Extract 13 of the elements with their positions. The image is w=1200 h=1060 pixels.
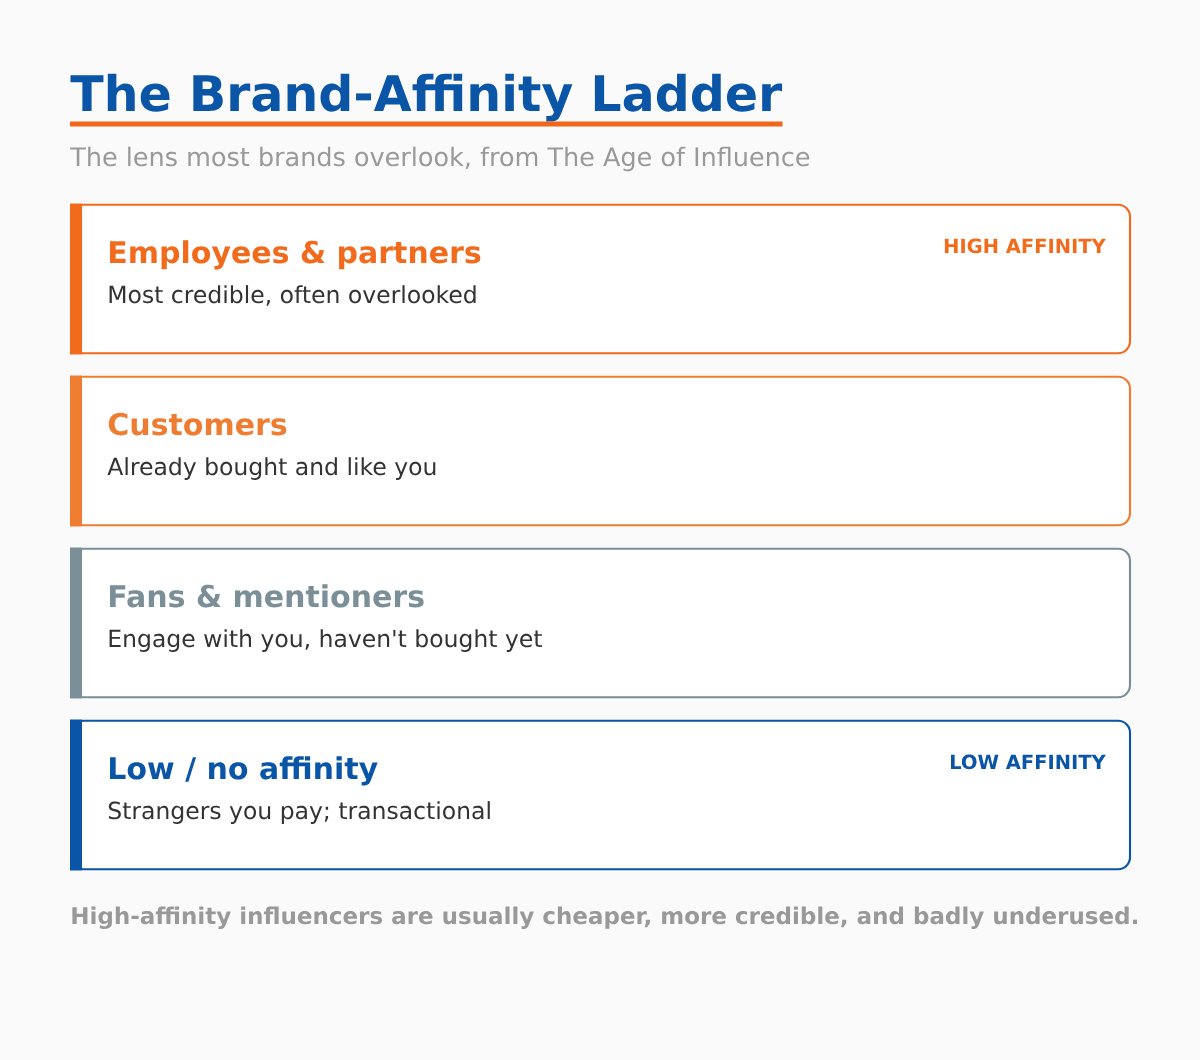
tier-heading: Customers (108, 412, 287, 436)
tier-heading: Low / no affinity (110, 756, 378, 786)
subtitle: The lens most brands overlook, from The Age of Influence (70, 146, 810, 172)
affinity-tag: HIGH AFFINITY (944, 238, 1106, 254)
affinity-tag: LOW AFFINITY (951, 754, 1106, 770)
footnote: High-affinity influencers are usually cheaper, more credible, and badly underused. (72, 906, 1137, 929)
tier-description: Strangers you pay; transactional (108, 801, 490, 824)
tier-heading: Employees & partners (110, 240, 481, 270)
tier-description: Already bought and like you (107, 457, 436, 480)
tier-heading: Fans & mentioners (110, 584, 424, 608)
title: The Brand-Affinity Ladder (70, 73, 783, 122)
tier-description: Engage with you, haven't bought yet (109, 629, 542, 652)
tier-description: Most credible, often overlooked (109, 285, 476, 306)
